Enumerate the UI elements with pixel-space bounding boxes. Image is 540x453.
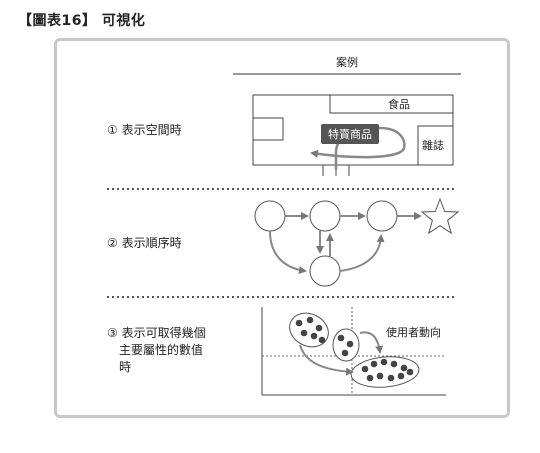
left-shelf <box>252 117 284 141</box>
movement-arrow-2 <box>359 331 384 354</box>
figure-title: 【圖表16】 可視化 <box>18 13 146 29</box>
arrow-1-4 <box>269 230 307 275</box>
magazine-shelf <box>417 125 454 166</box>
sequence-diagram <box>254 197 460 287</box>
special-sale-box <box>321 124 379 144</box>
cluster-dot <box>337 334 345 342</box>
row-label-values: ③ 表示可取得幾個 主要屬性的數值 時 <box>107 325 206 376</box>
movement-arrow-1 <box>299 344 354 376</box>
star-icon <box>420 197 460 235</box>
cluster-dot <box>315 324 323 332</box>
sequence-node-2 <box>309 200 341 232</box>
row-label-values-line3: 時 <box>119 360 132 374</box>
cluster-dot <box>361 365 369 373</box>
cluster-dot <box>366 374 374 382</box>
movement-label: 使用者動向 <box>386 325 441 339</box>
column-header: 案例 <box>336 56 358 69</box>
special-sale-label: 特賣商品 <box>328 127 372 141</box>
cluster-dot <box>306 316 314 324</box>
cluster-dot <box>310 332 318 340</box>
cluster-dots <box>295 316 414 382</box>
cluster-dot <box>300 329 308 337</box>
cluster-dot <box>397 372 405 380</box>
cluster-dot <box>341 349 349 357</box>
cluster-dot <box>400 364 408 372</box>
sequence-node-1 <box>254 200 286 232</box>
cluster-dot <box>346 340 354 348</box>
cluster-dot <box>318 336 326 344</box>
arrow-4-3 <box>339 234 385 272</box>
row-label-space: ① 表示空間時 <box>107 123 182 137</box>
cluster-2 <box>332 328 360 362</box>
food-shelf <box>329 95 453 114</box>
cluster-dot <box>387 374 395 382</box>
cluster-1 <box>289 312 329 348</box>
floor-plan: 食品 雜誌 特賣商品 <box>252 94 454 176</box>
scatter-diagram: 使用者動向 <box>261 307 446 396</box>
magazine-label: 雜誌 <box>422 138 444 152</box>
cluster-dot <box>295 319 303 327</box>
cluster-dot <box>370 360 378 368</box>
cluster-dot <box>390 360 398 368</box>
sequence-node-4 <box>309 255 341 287</box>
row-label-values-line1: ③ 表示可取得幾個 <box>107 326 206 340</box>
row-label-sequence: ② 表示順序時 <box>107 236 182 250</box>
cluster-dot <box>380 358 388 366</box>
food-label: 食品 <box>388 97 410 111</box>
row-label-values-line2: 主要屬性的數值 <box>119 343 204 357</box>
cluster-dot <box>376 372 384 380</box>
cluster-dot <box>406 368 414 376</box>
sequence-node-3 <box>366 200 398 232</box>
